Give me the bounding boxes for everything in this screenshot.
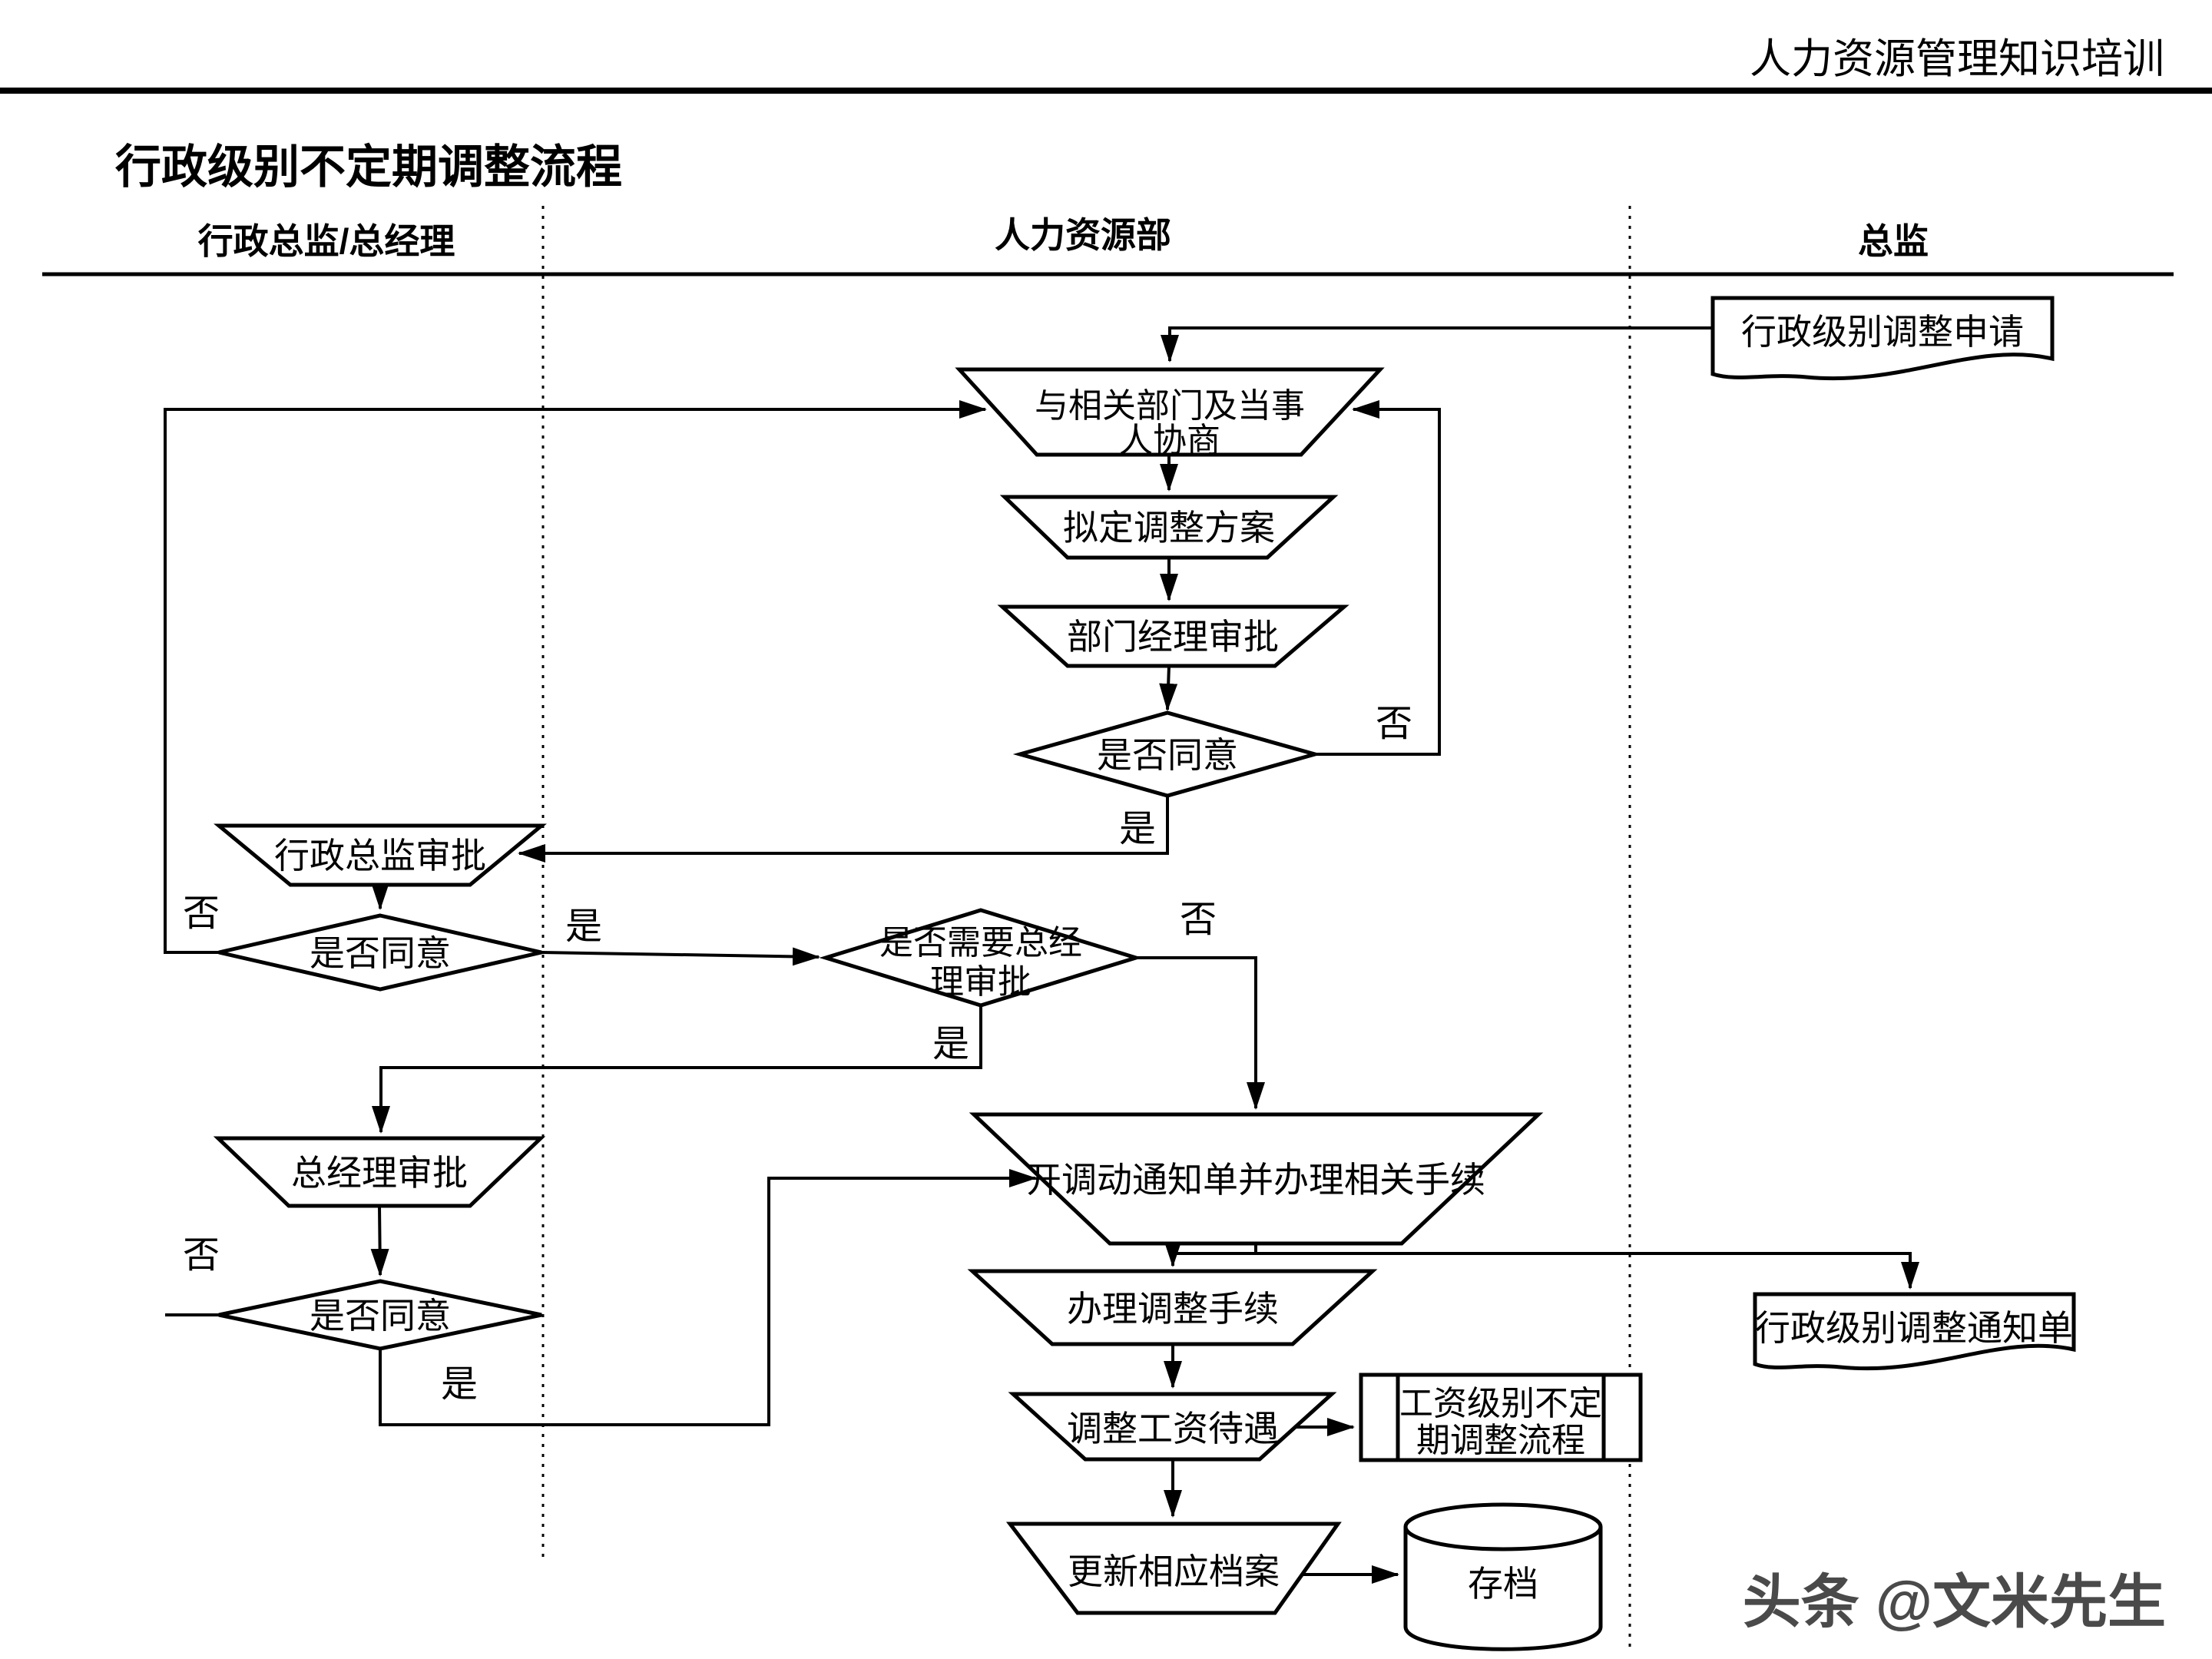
node-salary-process-label-line2: 期调整流程 [1416,1422,1585,1459]
edge-label-no2: 否 [183,893,220,934]
node-update-files-label: 更新相应档案 [1068,1551,1280,1591]
node-dept-manager-approve-label: 部门经理审批 [1067,617,1279,657]
edge-label-yes3: 是 [932,1024,969,1065]
node-archive: 存档 [1403,1502,1603,1651]
document-shape [1753,1292,2076,1371]
edge-agree1-yes-to-admindirector [518,790,1169,863]
node-agree1-label: 是否同意 [1097,735,1238,775]
cylinder-top [1403,1502,1603,1551]
trapezoid-shape [999,495,1339,560]
node-agree2-label: 是否同意 [310,933,451,973]
edge-agree3-yes-to-issuenotice [379,1169,1037,1426]
cylinder-body [1403,1527,1603,1651]
node-salary-process: 工资级别不定 期调整流程 [1359,1373,1643,1462]
node-handle-adjust: 办理调整手续 [967,1269,1378,1346]
lane-title-director: 总监 [1858,221,1929,261]
edge-label-yes2: 是 [565,906,602,947]
node-draft-plan: 拟定调整方案 [999,495,1339,560]
node-handle-adjust-label: 办理调整手续 [1067,1289,1279,1329]
document-shape [1710,296,2055,381]
trapezoid-shape [1005,1522,1342,1615]
edge-labels: 否 是 否 是 否 是 否 是 [183,704,1412,1405]
trapezoid-shape [214,823,547,887]
node-apply-document: 行政级别调整申请 [1710,296,2055,381]
trapezoid-shape [213,1136,546,1208]
trapezoid-shape [969,1112,1544,1246]
node-adjust-salary: 调整工资待遇 [1008,1392,1337,1462]
connectors [164,326,1919,1584]
trapezoid-shape [1008,1392,1337,1462]
edge-gmapprove-to-agree3 [370,1205,389,1277]
edge-agree1-no-loop [1315,400,1441,756]
lane-title-hr-department: 人力资源部 [995,215,1171,255]
swimlane-header: 行政总监/总经理 人力资源部 总监 [42,215,2174,276]
node-dept-manager-approve: 部门经理审批 [997,604,1349,668]
trapezoid-shape [967,1269,1378,1346]
node-issue-notice: 开调动通知单并办理相关手续 [969,1112,1544,1246]
edge-issuenotice-to-noticedoc [1256,1252,1919,1290]
node-admin-director-approve: 行政总监审批 [214,823,547,887]
diamond-shape [218,1279,542,1351]
node-admin-director-approve-label: 行政总监审批 [274,836,486,876]
lane-title-admin-director: 行政总监/总经理 [198,221,455,261]
node-archive-label: 存档 [1468,1564,1538,1604]
node-draft-plan-label: 拟定调整方案 [1063,508,1275,548]
node-negotiate: 与相关部门及当事 人协商 [955,367,1385,459]
node-salary-process-label-line1: 工资级别不定 [1399,1385,1602,1422]
page-title: 行政级别不定期调整流程 [115,141,622,193]
edge-label-yes4: 是 [441,1364,478,1405]
predefined-process-shape [1359,1373,1643,1462]
node-apply-document-label: 行政级别调整申请 [1741,312,2024,352]
node-need-gm-approve-label-line1: 是否需要总经 [879,924,1082,962]
edge-label-no3: 否 [1180,899,1217,940]
node-notice-document: 行政级别调整通知单 [1753,1292,2076,1371]
node-need-gm-approve-label-line2: 理审批 [930,963,1031,1001]
edge-apply-to-negotiate [1161,326,1713,363]
trapezoid-shape [997,604,1349,668]
edge-agree2-yes-to-needgm [541,947,820,966]
edge-issuenotice-to-handle [1164,1240,1257,1267]
node-issue-notice-label: 开调动通知单并办理相关手续 [1026,1160,1485,1200]
node-gm-approve: 总经理审批 [213,1136,546,1208]
header-training-title: 人力资源管理知识培训 [1750,36,2164,82]
trapezoid-shape [955,367,1385,457]
edge-needgm-no-to-issuenotice [1136,956,1265,1110]
edge-label-no1: 否 [1376,704,1412,744]
node-agree1: 是否同意 [1012,710,1323,798]
node-need-gm-approve: 是否需要总经 理审批 [819,908,1143,1008]
diamond-shape [819,908,1143,1008]
node-agree3-label: 是否同意 [310,1296,451,1336]
node-gm-approve-label: 总经理审批 [291,1153,468,1193]
edge-deptapprove-to-agree1 [1159,665,1178,711]
diamond-shape [1012,710,1323,798]
edge-label-no4: 否 [183,1235,220,1276]
node-adjust-salary-label: 调整工资待遇 [1067,1409,1279,1449]
watermark: 头条 @文米先生 [1743,1570,2166,1635]
node-negotiate-label-line2: 人协商 [1119,422,1220,459]
node-agree3: 是否同意 [218,1279,542,1351]
edge-label-yes1: 是 [1119,809,1156,849]
node-notice-document-label: 行政级别调整通知单 [1755,1308,2073,1348]
edge-agree2-no-loop [164,400,987,954]
node-agree2: 是否同意 [218,913,542,992]
diamond-shape [218,913,542,992]
node-update-files: 更新相应档案 [1005,1522,1342,1615]
node-negotiate-label-line1: 与相关部门及当事 [1035,387,1305,425]
edge-needgm-yes-to-gmapprove [372,1005,982,1134]
